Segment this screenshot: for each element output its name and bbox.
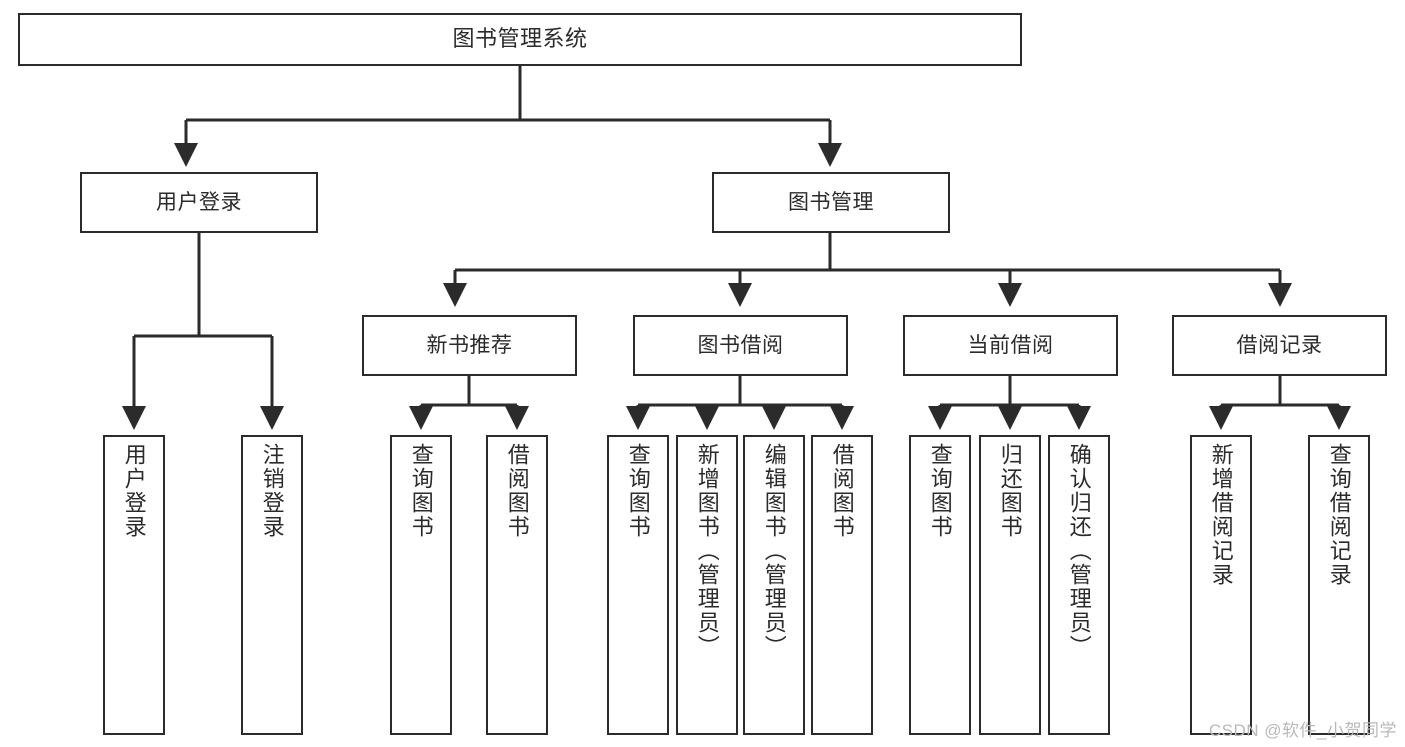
node-label: 借阅图书 bbox=[504, 443, 530, 539]
node-label: 借阅图书 bbox=[829, 443, 855, 539]
node-label: 归还图书 bbox=[997, 443, 1023, 539]
node-user-login[interactable]: 用户登录 bbox=[80, 172, 318, 233]
node-book-borrow[interactable]: 图书借阅 bbox=[633, 315, 848, 376]
node-root-system[interactable]: 图书管理系统 bbox=[18, 13, 1022, 66]
leaf-borrow-add-book-admin[interactable]: 新增图书（管理员） bbox=[676, 435, 738, 735]
watermark-text: CSDN @软件_小贺同学 bbox=[1208, 721, 1397, 740]
node-current-borrow[interactable]: 当前借阅 bbox=[903, 315, 1118, 376]
leaf-record-query-record[interactable]: 查询借阅记录 bbox=[1308, 435, 1370, 735]
leaf-record-add-record[interactable]: 新增借阅记录 bbox=[1190, 435, 1252, 735]
leaf-current-confirm-return-admin[interactable]: 确认归还（管理员） bbox=[1048, 435, 1110, 735]
node-label: 注销登录 bbox=[259, 443, 285, 539]
node-label: 用户登录 bbox=[156, 190, 242, 214]
node-label: 编辑图书（管理员） bbox=[761, 443, 787, 659]
leaf-current-return-book[interactable]: 归还图书 bbox=[979, 435, 1041, 735]
leaf-borrow-query-book[interactable]: 查询图书 bbox=[607, 435, 669, 735]
node-label: 查询图书 bbox=[625, 443, 651, 539]
node-label: 新书推荐 bbox=[426, 333, 513, 357]
node-label: 查询借阅记录 bbox=[1326, 443, 1352, 587]
node-label: 新增借阅记录 bbox=[1208, 443, 1234, 587]
node-new-book-recommend[interactable]: 新书推荐 bbox=[362, 315, 577, 376]
node-label: 图书借阅 bbox=[697, 333, 784, 357]
leaf-user-login-logout[interactable]: 注销登录 bbox=[241, 435, 303, 735]
leaf-user-login-login[interactable]: 用户登录 bbox=[103, 435, 165, 735]
node-label: 图书管理 bbox=[788, 190, 874, 214]
leaf-recommend-query-book[interactable]: 查询图书 bbox=[390, 435, 452, 735]
node-borrow-record[interactable]: 借阅记录 bbox=[1172, 315, 1387, 376]
node-label: 借阅记录 bbox=[1236, 333, 1323, 357]
leaf-borrow-borrow-book[interactable]: 借阅图书 bbox=[811, 435, 873, 735]
node-label: 确认归还（管理员） bbox=[1066, 443, 1092, 659]
node-book-management[interactable]: 图书管理 bbox=[712, 172, 950, 233]
leaf-current-query-book[interactable]: 查询图书 bbox=[909, 435, 971, 735]
node-label: 查询图书 bbox=[927, 443, 953, 539]
node-label: 查询图书 bbox=[408, 443, 434, 539]
node-label: 新增图书（管理员） bbox=[694, 443, 720, 659]
node-label: 图书管理系统 bbox=[452, 26, 588, 52]
leaf-borrow-edit-book-admin[interactable]: 编辑图书（管理员） bbox=[743, 435, 805, 735]
node-label: 当前借阅 bbox=[967, 333, 1054, 357]
leaf-recommend-borrow-book[interactable]: 借阅图书 bbox=[486, 435, 548, 735]
node-label: 用户登录 bbox=[121, 443, 147, 539]
